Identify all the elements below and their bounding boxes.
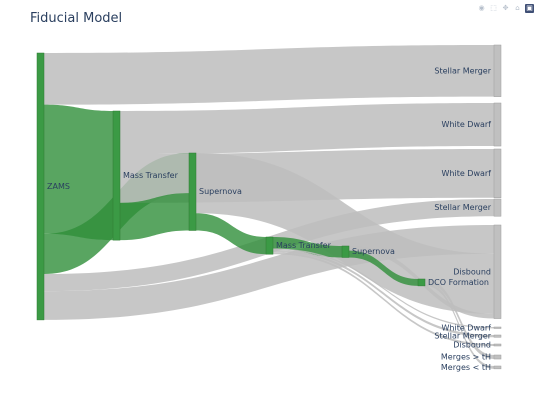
sankey-link-0 <box>44 45 494 105</box>
sankey-node-label-6: Stellar Merger <box>434 66 491 75</box>
plotly-logo-icon[interactable]: ▣ <box>525 4 534 13</box>
sankey-link-13 <box>273 252 494 347</box>
sankey-node-label-3: Mass Transfer <box>276 241 332 250</box>
sankey-links <box>44 45 494 369</box>
sankey-node-9 <box>493 198 502 217</box>
sankey-node-5 <box>417 278 426 287</box>
sankey-node-label-9: Stellar Merger <box>434 203 491 212</box>
sankey-link-8 <box>196 153 494 314</box>
sankey-node-10 <box>493 224 502 319</box>
sankey-link-5 <box>120 103 494 155</box>
sankey-node-label-5: DCO Formation <box>428 278 489 287</box>
sankey-node-1 <box>112 110 121 241</box>
sankey-node-label-10: Disbound <box>453 267 491 276</box>
sankey-node-label-1: Mass Transfer <box>123 171 179 180</box>
chart-title: Fiducial Model <box>30 11 123 26</box>
sankey-node-label-0: ZAMS <box>47 182 70 191</box>
modebar: ◉ ⬚ ✥ ⌂ ▣ <box>477 4 534 13</box>
sankey-link-1 <box>44 104 113 241</box>
sankey-node-label-13: Disbound <box>453 341 491 350</box>
sankey-link-7 <box>120 193 189 241</box>
sankey-nodes <box>36 44 502 370</box>
sankey-node-7 <box>493 102 502 147</box>
sankey-node-12 <box>493 334 502 338</box>
sankey-node-label-7: White Dwarf <box>441 120 491 129</box>
sankey-node-15 <box>493 365 502 370</box>
sankey-node-label-2: Supernova <box>199 187 242 196</box>
sankey-node-2 <box>188 152 197 231</box>
sankey-node-label-15: Merges < tH <box>441 363 491 372</box>
sankey-node-13 <box>493 343 502 347</box>
sankey-node-6 <box>493 44 502 97</box>
sankey-link-11 <box>273 248 494 329</box>
zoom-box-icon[interactable]: ⬚ <box>490 4 497 12</box>
sankey-node-4 <box>341 245 350 258</box>
sankey-node-label-8: White Dwarf <box>441 169 491 178</box>
sankey-link-12 <box>273 249 494 338</box>
pan-icon[interactable]: ✥ <box>502 4 509 12</box>
sankey-link-15 <box>349 250 418 286</box>
sankey-node-11 <box>493 326 502 329</box>
sankey-node-label-11: White Dwarf <box>441 323 491 332</box>
sankey-link-10 <box>273 237 342 258</box>
sankey-link-16 <box>425 279 494 360</box>
sankey-node-label-14: Merges > tH <box>441 353 491 362</box>
sankey-node-3 <box>265 236 274 255</box>
sankey-node-label-12: Stellar Merger <box>434 332 491 341</box>
sankey-node-8 <box>493 148 502 199</box>
sankey-node-0 <box>36 52 45 321</box>
sankey-link-17 <box>425 283 494 369</box>
sankey-node-label-4: Supernova <box>352 247 395 256</box>
camera-icon[interactable]: ◉ <box>478 4 485 12</box>
sankey-link-9 <box>196 213 266 255</box>
sankey-node-14 <box>493 354 502 360</box>
home-icon[interactable]: ⌂ <box>515 4 520 12</box>
